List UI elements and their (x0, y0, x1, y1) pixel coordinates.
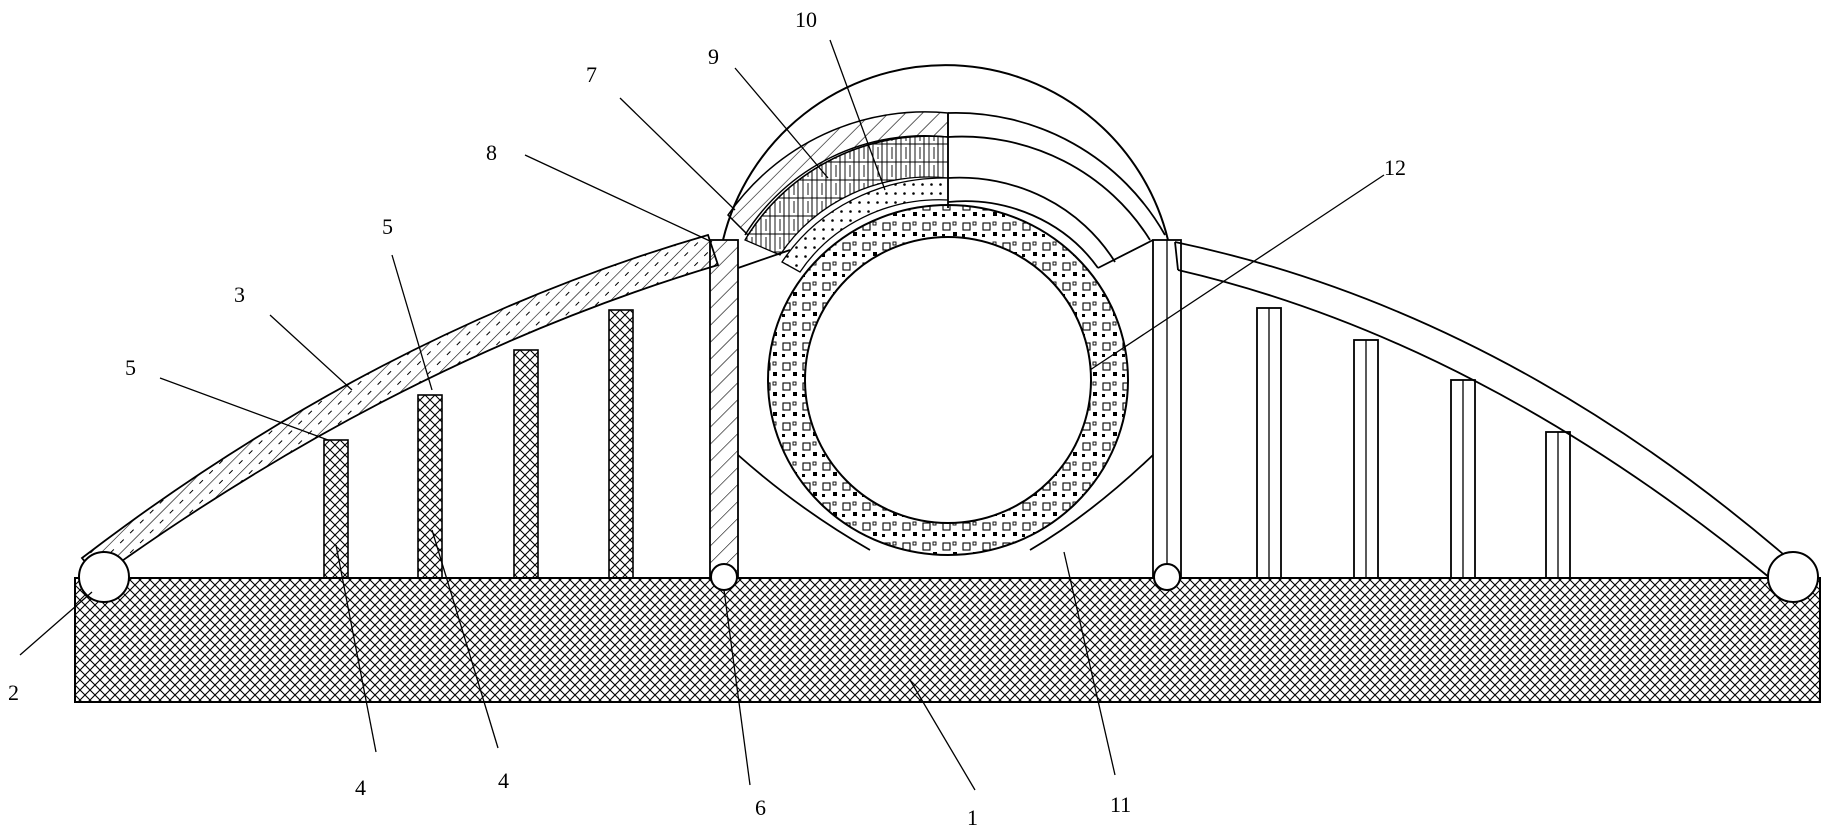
label-7: 7 (586, 62, 597, 87)
leader-lines (19, 39, 1385, 791)
label-9: 9 (708, 44, 719, 69)
central-arch (722, 64, 1169, 273)
label-2: 2 (8, 680, 19, 705)
label-3: 3 (234, 282, 245, 307)
inner-chamber (737, 239, 1154, 551)
label-12: 12 (1384, 155, 1406, 180)
left-post (709, 239, 739, 579)
label-5-lower: 5 (125, 355, 136, 380)
label-1: 1 (967, 805, 978, 830)
label-11: 11 (1110, 792, 1131, 817)
pipe-insulation-ring (767, 204, 1129, 556)
label-4-left: 4 (355, 775, 366, 800)
label-6: 6 (755, 795, 766, 820)
part-labels: 2 3 5 5 4 4 6 8 7 9 10 1 11 12 (8, 7, 1406, 830)
label-10: 10 (795, 7, 817, 32)
right-arch-band (1174, 241, 1791, 579)
label-8: 8 (486, 140, 497, 165)
left-supports (323, 309, 634, 579)
label-5-upper: 5 (382, 214, 393, 239)
base-slab (74, 577, 1821, 703)
hinges (78, 551, 1819, 603)
right-supports (1256, 307, 1571, 579)
label-4-right: 4 (498, 768, 509, 793)
